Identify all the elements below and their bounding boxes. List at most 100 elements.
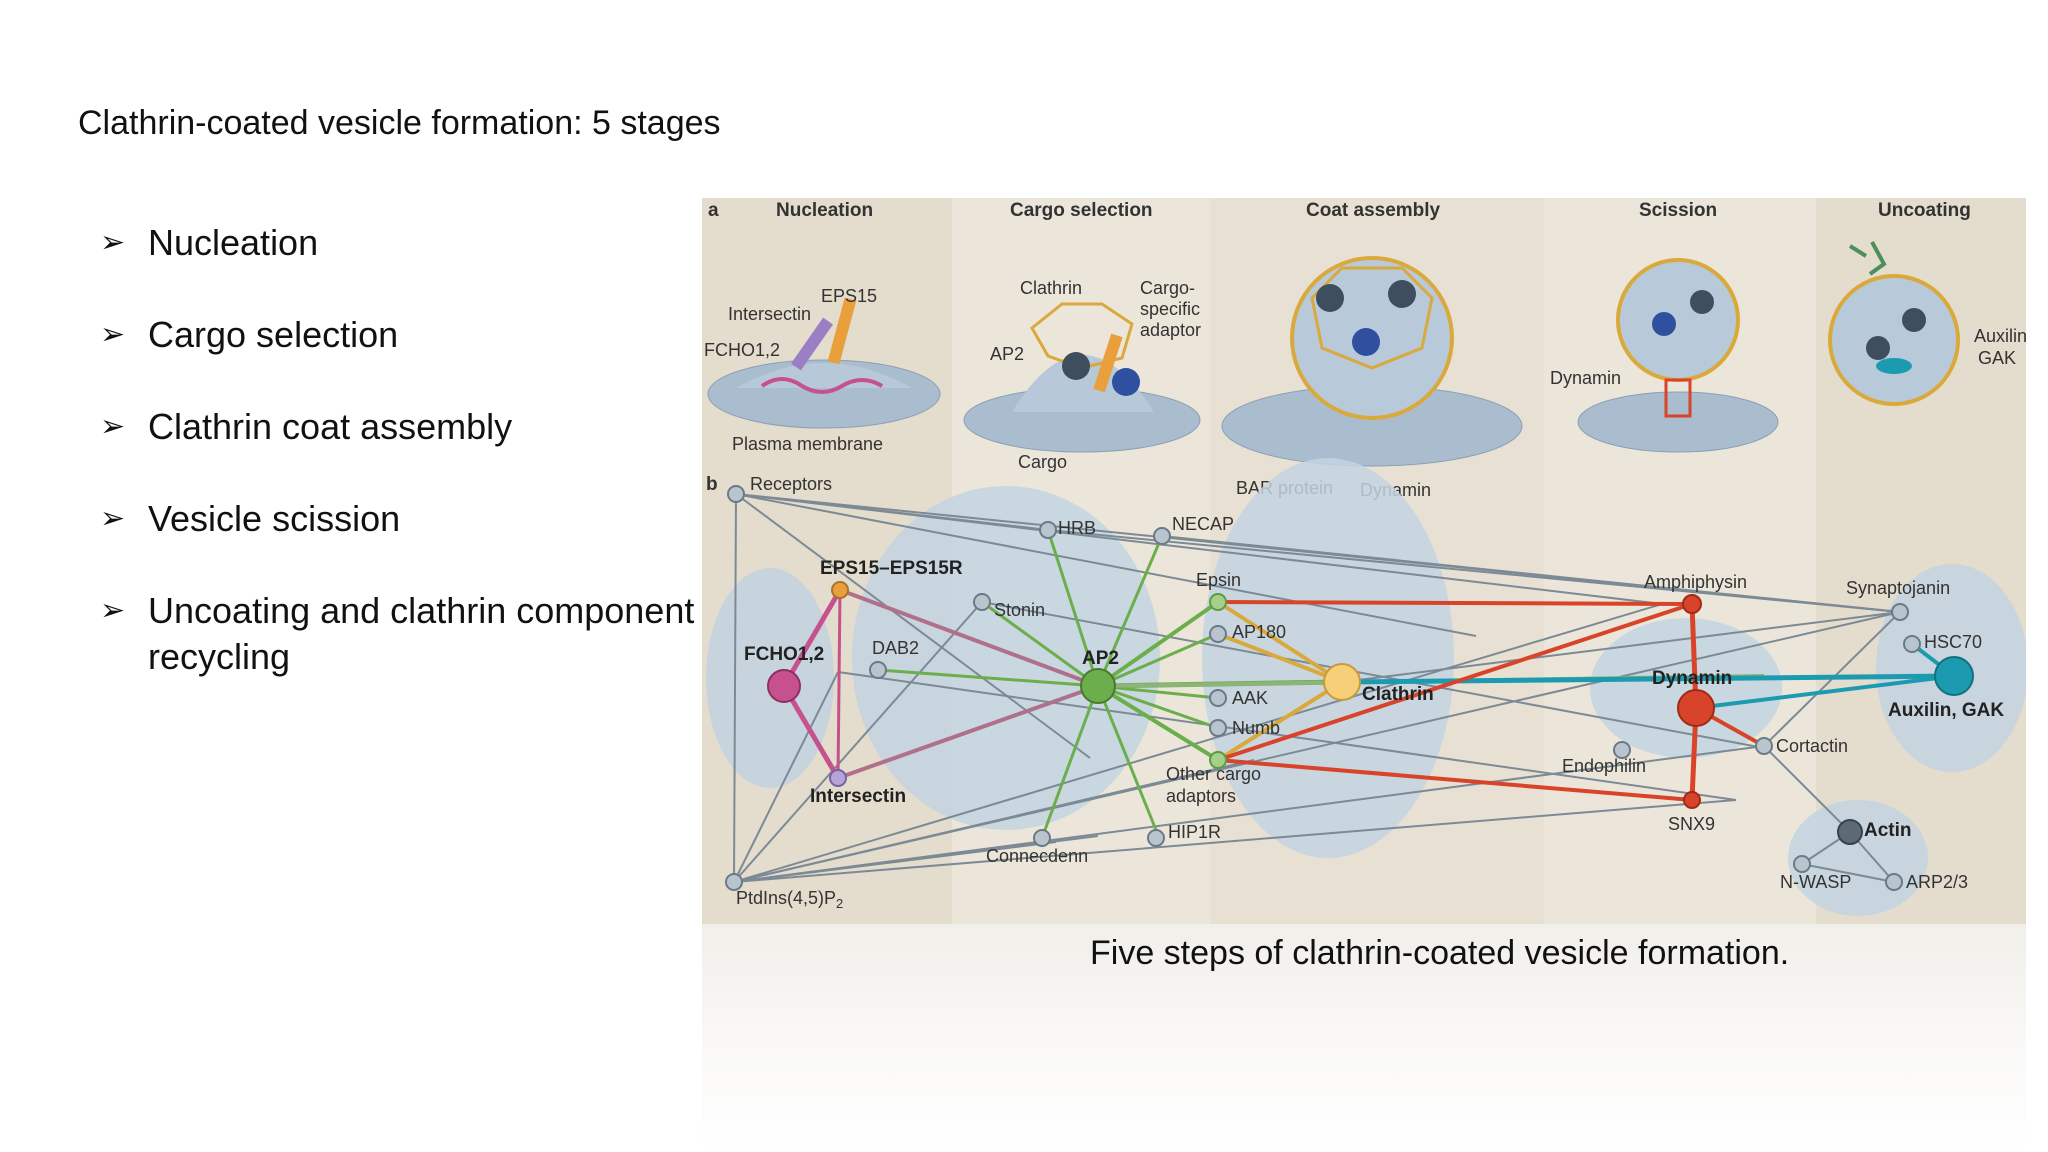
- bullet-text: Cargo selection: [148, 314, 399, 355]
- label: Clathrin: [1020, 278, 1082, 298]
- label: adaptor: [1140, 320, 1201, 340]
- uncoating-illustration: Auxilin, GAK: [1828, 241, 2026, 406]
- cluster-bubble: [1590, 618, 1782, 758]
- stage-header: Uncoating: [1878, 200, 1971, 221]
- bullet-text: Uncoating and clathrin component recycli…: [148, 590, 695, 677]
- network-labels: Receptors HRB NECAP EPS15–EPS15R Stonin …: [736, 474, 2004, 911]
- node-label: ARP2/3: [1906, 872, 1968, 892]
- node-label: Clathrin: [1362, 684, 1434, 705]
- slide-title: Clathrin-coated vesicle formation: 5 sta…: [78, 104, 721, 142]
- bullet-list: ➢ Nucleation ➢ Cargo selection ➢ Clathri…: [100, 220, 700, 726]
- node-label: AAK: [1232, 688, 1268, 708]
- node-ap2: [1080, 668, 1116, 704]
- node-amphiphysin: [1682, 594, 1702, 614]
- node-label: PtdIns(4,5)P2: [736, 888, 843, 911]
- figure-caption: Five steps of clathrin-coated vesicle fo…: [1090, 934, 1790, 972]
- label: AP2: [990, 344, 1024, 364]
- node-connecdenn: [1033, 829, 1051, 847]
- node-label: Auxilin, GAK: [1888, 700, 2004, 721]
- node-ptdins: [725, 873, 743, 891]
- arrow-bullet-icon: ➢: [100, 226, 126, 259]
- node-label: Connecdenn: [986, 846, 1088, 866]
- bullet-item: ➢ Uncoating and clathrin component recyc…: [100, 588, 700, 680]
- nucleation-illustration: EPS15 Intersectin FCHO1,2 Plasma membran…: [704, 286, 941, 454]
- label: Cargo: [1018, 452, 1067, 472]
- node-dab2: [869, 661, 887, 679]
- node-label: AP180: [1232, 622, 1286, 642]
- node-label: Stonin: [994, 600, 1045, 620]
- node-label: HIP1R: [1168, 822, 1221, 842]
- clathrin-figure: a Nucleation Cargo selection Coat assemb…: [702, 198, 2026, 924]
- node-label: DAB2: [872, 638, 919, 658]
- node-label: Epsin: [1196, 570, 1241, 590]
- scission-illustration: Dynamin: [1550, 258, 1779, 453]
- node-cortactin: [1755, 737, 1773, 755]
- bullet-text: Clathrin coat assembly: [148, 406, 513, 447]
- node-snx9: [1683, 791, 1701, 809]
- node-fcho: [767, 669, 801, 703]
- label: FCHO1,2: [704, 340, 780, 360]
- cluster-bubble: [1788, 800, 1928, 916]
- node-label: Numb: [1232, 718, 1280, 738]
- node-endophilin: [1613, 741, 1631, 759]
- node-label: Dynamin: [1652, 668, 1732, 689]
- network-edges: [733, 493, 1956, 883]
- panel-a-letter: a: [708, 200, 719, 221]
- label: GAK: [1978, 348, 2016, 368]
- panel-b-letter: b: [706, 474, 718, 495]
- network-nodes: [725, 485, 1974, 891]
- node-clathrin: [1323, 663, 1361, 701]
- stage-header: Scission: [1639, 200, 1717, 221]
- node-receptors: [727, 485, 745, 503]
- stage-header: Cargo selection: [1010, 200, 1153, 221]
- node-arp: [1885, 873, 1903, 891]
- node-other-cargo: [1209, 751, 1227, 769]
- node-necap: [1153, 527, 1171, 545]
- node-aak: [1209, 689, 1227, 707]
- label: EPS15: [821, 286, 877, 306]
- node-numb: [1209, 719, 1227, 737]
- node-label: Receptors: [750, 474, 832, 494]
- node-auxilin: [1934, 656, 1974, 696]
- node-label: HRB: [1058, 518, 1096, 538]
- node-hsc70: [1903, 635, 1921, 653]
- stage-header: Nucleation: [776, 200, 873, 221]
- node-label: Cortactin: [1776, 736, 1848, 756]
- cargo-selection-illustration: Clathrin Cargo- specific adaptor AP2 Car…: [963, 278, 1201, 472]
- cluster-bubble: [1202, 458, 1454, 858]
- bullet-item: ➢ Nucleation: [100, 220, 700, 266]
- node-label: FCHO1,2: [744, 644, 824, 665]
- node-label: HSC70: [1924, 632, 1982, 652]
- node-nwasp: [1793, 855, 1811, 873]
- node-epsin: [1209, 593, 1227, 611]
- node-hrb: [1039, 521, 1057, 539]
- arrow-bullet-icon: ➢: [100, 318, 126, 351]
- label: Auxilin,: [1974, 326, 2026, 346]
- node-intersectin: [829, 769, 847, 787]
- node-label: Other cargo: [1166, 764, 1261, 784]
- node-hip1r: [1147, 829, 1165, 847]
- arrow-bullet-icon: ➢: [100, 594, 126, 627]
- arrow-bullet-icon: ➢: [100, 410, 126, 443]
- label: Intersectin: [728, 304, 811, 324]
- node-dynamin: [1677, 689, 1715, 727]
- node-label: NECAP: [1172, 514, 1234, 534]
- bullet-item: ➢ Cargo selection: [100, 312, 700, 358]
- bullet-text: Nucleation: [148, 222, 319, 263]
- bullet-item: ➢ Clathrin coat assembly: [100, 404, 700, 450]
- label: Cargo-: [1140, 278, 1195, 298]
- label: Plasma membrane: [732, 434, 883, 454]
- figure-shadow: [702, 924, 2026, 1152]
- node-label: Synaptojanin: [1846, 578, 1950, 598]
- label: Dynamin: [1550, 368, 1621, 388]
- node-stonin: [973, 593, 991, 611]
- node-label: SNX9: [1668, 814, 1715, 834]
- node-label: Endophilin: [1562, 756, 1646, 776]
- node-ap180: [1209, 625, 1227, 643]
- label: specific: [1140, 299, 1200, 319]
- node-label: N-WASP: [1780, 872, 1851, 892]
- bullet-text: Vesicle scission: [148, 498, 401, 539]
- node-actin: [1837, 819, 1863, 845]
- figure-svg: a Nucleation Cargo selection Coat assemb…: [702, 198, 2026, 924]
- node-label: Amphiphysin: [1644, 572, 1747, 592]
